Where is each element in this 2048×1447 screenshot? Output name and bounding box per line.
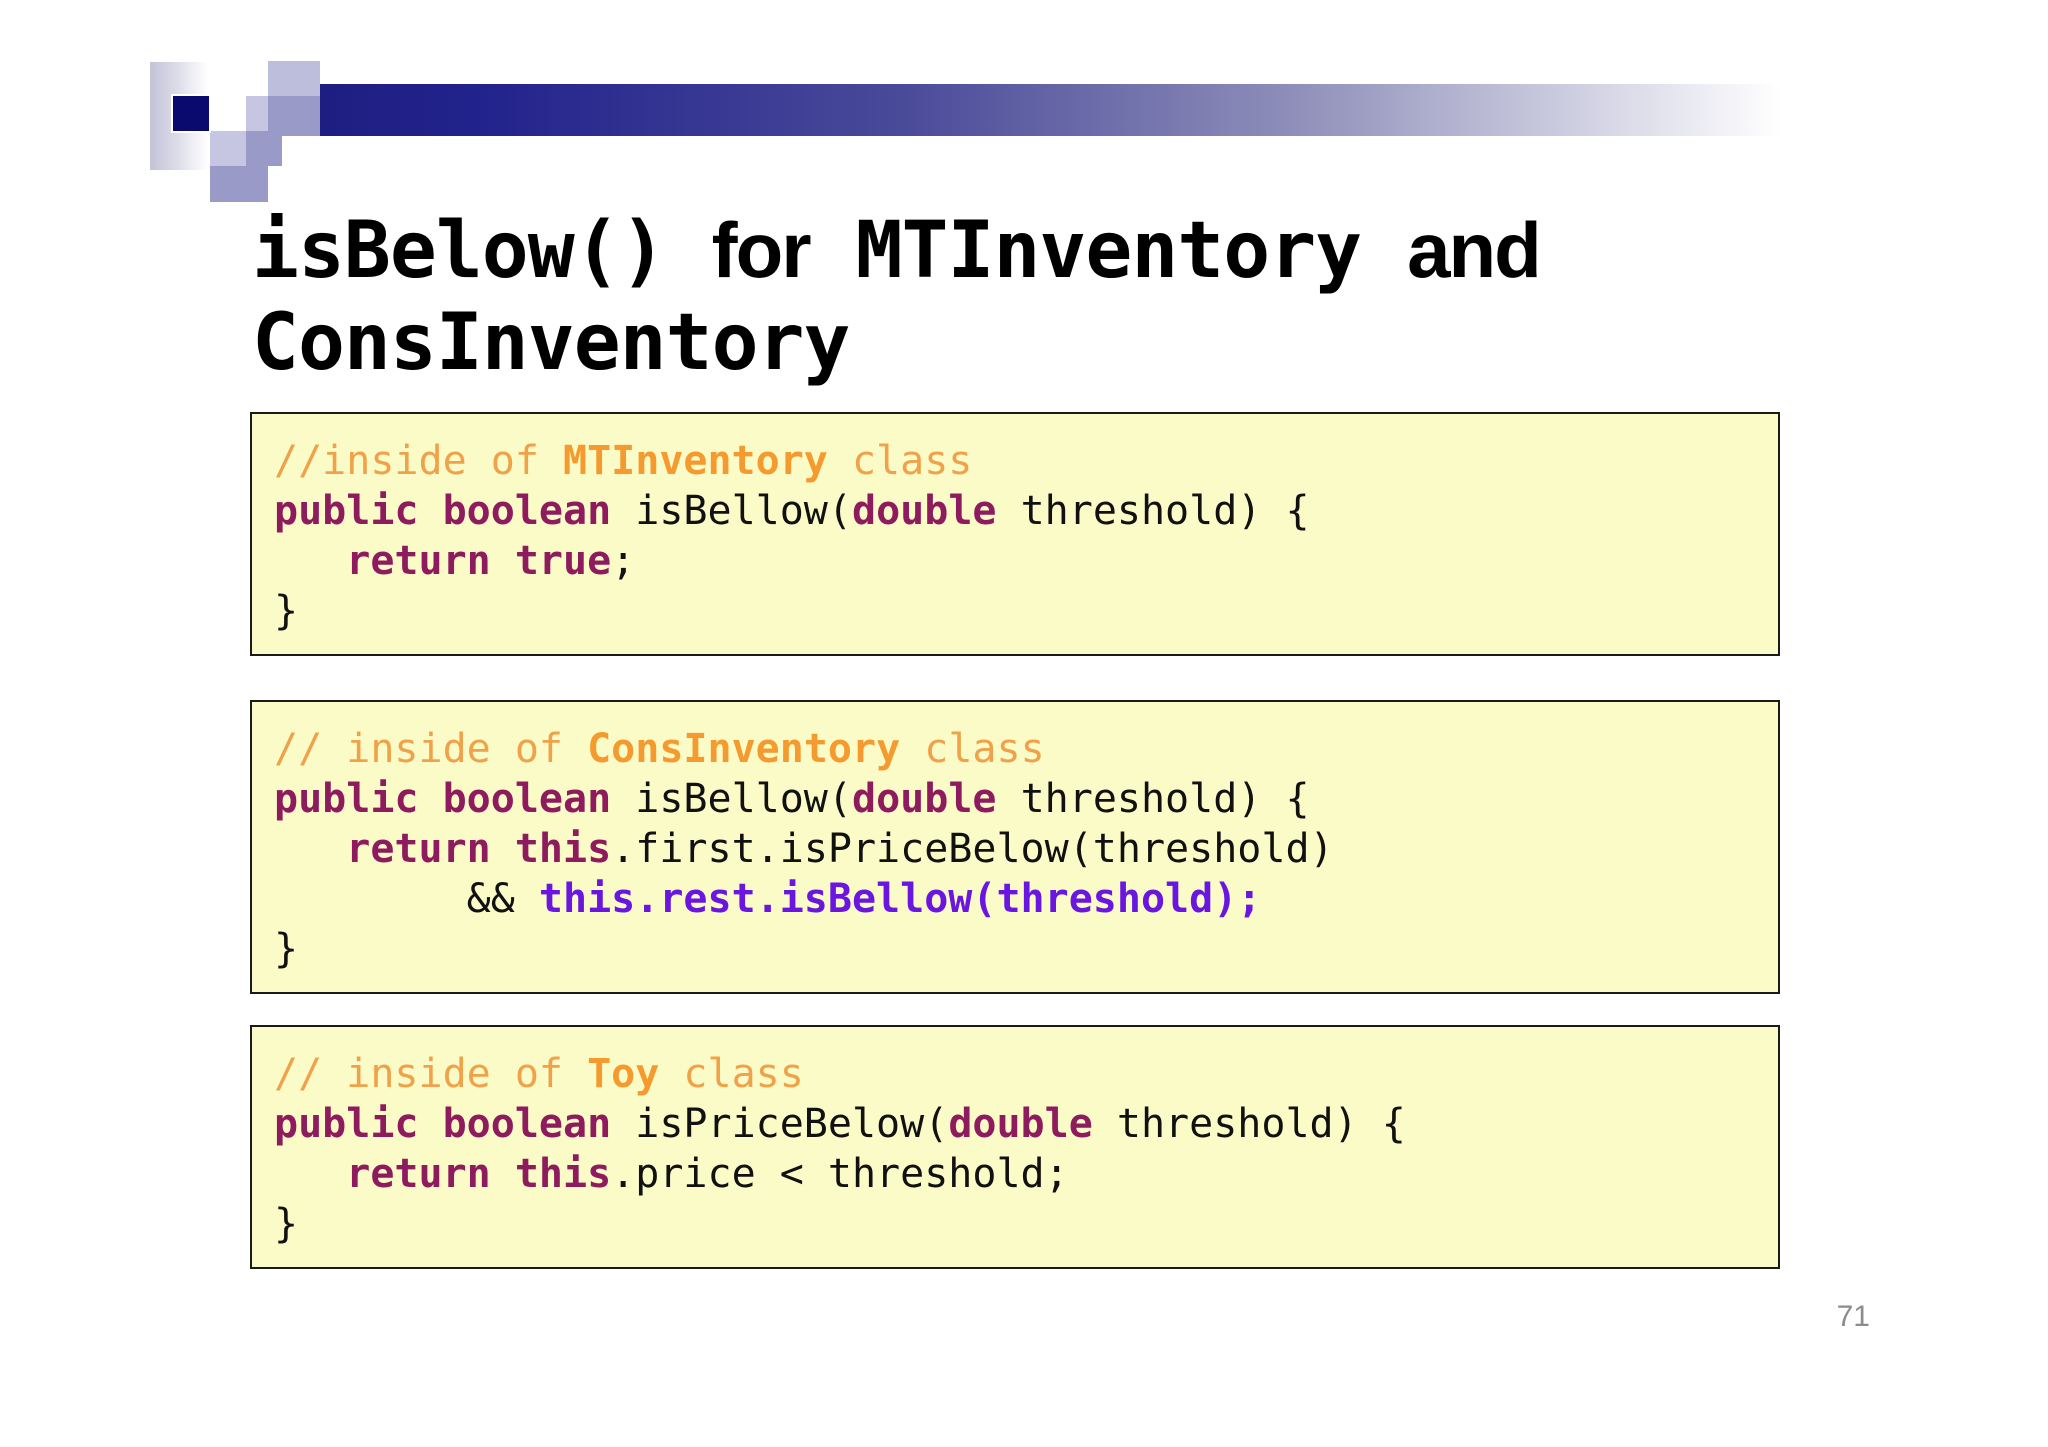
code-token-comment: class [659, 1051, 804, 1097]
page-title-line-1: isBelow() for MTInventory and [252, 204, 1812, 297]
code-token-keyword: return this [346, 826, 612, 872]
header-square-lavender-lower [210, 131, 246, 166]
code-token-keyword: double [948, 1101, 1093, 1147]
code-token-plain [274, 1151, 346, 1197]
code-line: && this.rest.isBellow(threshold); [274, 874, 1778, 924]
code-token-plain: } [274, 588, 299, 634]
code-line: // inside of Toy class [274, 1049, 1778, 1099]
code-token-highlight: this.rest.isBellow(threshold); [538, 876, 1262, 922]
code-line: return this.first.isPriceBelow(threshold… [274, 824, 1778, 874]
slide-header-decoration [0, 0, 2048, 202]
header-square-lavender-upper [246, 96, 282, 131]
code-token-plain [274, 538, 346, 584]
code-token-keyword: double [851, 776, 997, 822]
page-title-line-2: ConsInventory [252, 298, 850, 389]
code-token-plain: .price < threshold; [611, 1151, 1069, 1197]
code-token-keyword: return this [346, 1151, 612, 1197]
code-line: public boolean isPriceBelow(double thres… [274, 1099, 1778, 1149]
code-token-plain: isBellow( [635, 776, 852, 822]
code-token-plain: isBellow( [635, 488, 852, 534]
header-square-lavender-bottom [210, 166, 268, 202]
page-number: 71 [1836, 1300, 1870, 1333]
code-line: return true; [274, 536, 1778, 586]
code-line: return this.price < threshold; [274, 1149, 1778, 1199]
code-token-plain: } [274, 1201, 299, 1247]
header-square-lavender-lower-dark [246, 131, 282, 166]
title-token-isbelow: isBelow() [252, 206, 667, 297]
code-line: } [274, 1199, 1778, 1249]
title-token-and: and [1407, 206, 1542, 295]
title-token-mtinventory: MTInventory [855, 206, 1363, 297]
code-token-plain: .first.isPriceBelow(threshold) [611, 826, 1334, 872]
header-gradient-bar [268, 84, 1780, 136]
code-token-keyword: double [851, 488, 997, 534]
code-token-plain: ; [611, 538, 636, 584]
code-token-comment: // inside of [274, 726, 588, 772]
code-token-plain [274, 826, 346, 872]
code-token-comment: //inside of [274, 438, 563, 484]
code-line: //inside of MTInventory class [274, 436, 1778, 486]
code-line: // inside of ConsInventory class [274, 724, 1778, 774]
code-line: public boolean isBellow(double threshold… [274, 774, 1778, 824]
code-token-keyword: public boolean [274, 1101, 636, 1147]
code-line: public boolean isBellow(double threshold… [274, 486, 1778, 536]
code-token-comment: // inside of [274, 1051, 588, 1097]
page-title: isBelow() for MTInventory and ConsInvent… [252, 204, 1812, 389]
header-square-fade [150, 62, 208, 170]
code-token-plain: isPriceBelow( [635, 1101, 949, 1147]
code-token-comment-bold: MTInventory [562, 438, 828, 484]
header-square-navy [173, 96, 209, 131]
code-token-keyword: public boolean [274, 776, 636, 822]
code-token-plain: threshold) { [1092, 1101, 1406, 1147]
code-token-keyword: return true [346, 538, 612, 584]
code-token-comment: class [900, 726, 1045, 772]
code-token-plain: threshold) { [996, 776, 1310, 822]
title-token-for: for [711, 206, 812, 295]
header-square-lavender-top [268, 61, 320, 96]
code-line: } [274, 924, 1778, 974]
code-token-keyword: public boolean [274, 488, 636, 534]
code-token-plain: && [274, 876, 539, 922]
code-token-plain: } [274, 926, 299, 972]
code-token-comment-bold: Toy [587, 1051, 660, 1097]
header-square-lavender-mid [268, 96, 320, 136]
code-line: } [274, 586, 1778, 636]
code-token-comment-bold: ConsInventory [587, 726, 901, 772]
code-token-comment: class [827, 438, 973, 484]
code-token-plain: threshold) { [996, 488, 1310, 534]
